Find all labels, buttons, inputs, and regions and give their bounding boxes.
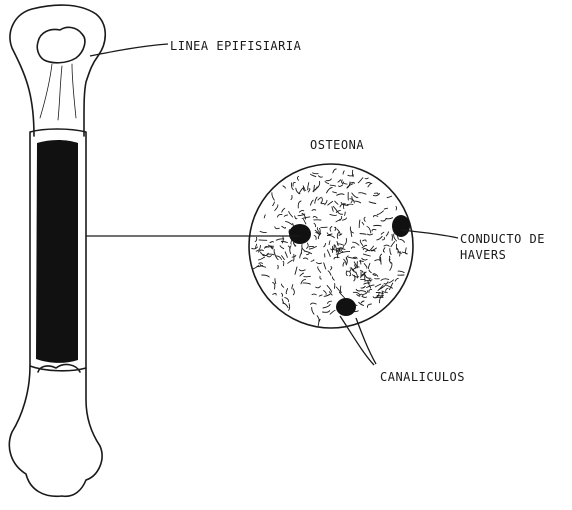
medullary-cavity xyxy=(36,140,78,363)
osteon-lamella-stroke xyxy=(381,257,382,264)
label-osteon: OSTEONA xyxy=(310,138,364,152)
epiphyseal-cap xyxy=(37,27,85,62)
osteon-lamella-stroke xyxy=(278,265,279,269)
haversian-canal-right xyxy=(392,215,410,237)
osteon-lamella-stroke xyxy=(321,227,327,228)
osteon-lamella-stroke xyxy=(374,225,382,226)
distal-epiphysis xyxy=(9,366,102,496)
leader-canaliculi-b xyxy=(356,318,376,364)
label-haversian-canal-2: HAVERS xyxy=(460,248,506,262)
label-canaliculi: CANALICULOS xyxy=(380,370,465,384)
label-epiphyseal-line: LINEA EPIFISIARIA xyxy=(170,39,302,53)
proximal-trabeculae xyxy=(40,64,76,120)
haversian-canal-left xyxy=(289,224,311,244)
label-haversian-canal-1: CONDUCTO DE xyxy=(460,232,545,246)
proximal-epiphysis xyxy=(10,5,105,136)
osteon-lamella-stroke xyxy=(309,246,313,247)
haversian-canal-bottom xyxy=(336,298,356,316)
